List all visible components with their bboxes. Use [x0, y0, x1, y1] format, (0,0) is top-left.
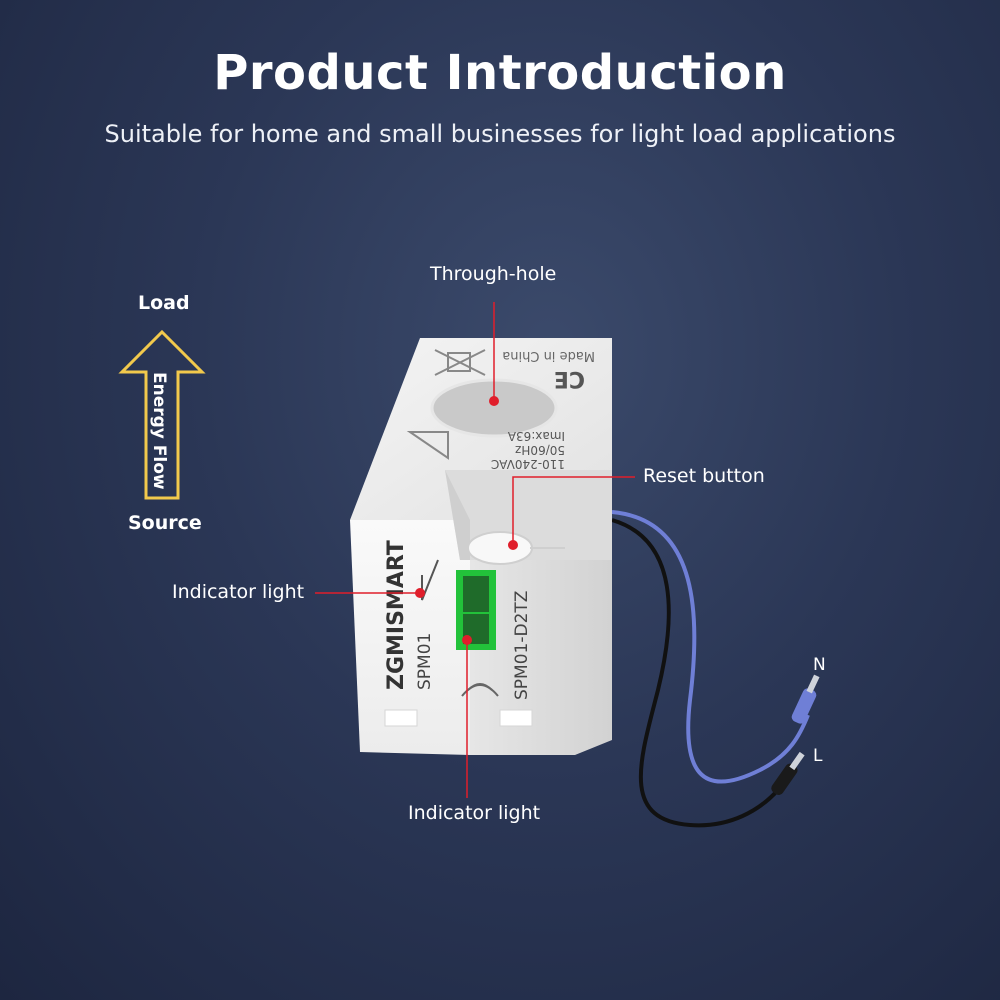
- device-model-side: SPM01-D2TZ: [512, 591, 532, 700]
- top-made-in: Made in China: [502, 348, 595, 363]
- energy-flow-load-label: Load: [138, 292, 190, 314]
- wifi-icon: [461, 683, 499, 697]
- callout-indicator-left: [315, 588, 425, 598]
- callout-dot: [489, 396, 499, 406]
- top-ce-mark: CE: [554, 366, 585, 391]
- callout-through-hole: [489, 302, 499, 406]
- page-subtitle: Suitable for home and small businesses f…: [104, 120, 896, 148]
- spec-current: Imax:63A: [507, 429, 565, 443]
- callout-indicator-bottom: [462, 635, 472, 798]
- device-model-front: SPM01: [415, 633, 435, 690]
- wire-live: [611, 518, 805, 828]
- wire-label-neutral: N: [813, 655, 826, 675]
- energy-meter-device: [350, 338, 612, 755]
- device-brand: ZGMISMART: [384, 540, 409, 690]
- reset-button[interactable]: [467, 531, 533, 565]
- energy-flow-arrow: [118, 329, 206, 500]
- energy-flow-label: Energy Flow: [149, 372, 169, 490]
- callout-reset-button: [508, 476, 635, 550]
- warning-icon: [406, 431, 449, 460]
- wire-label-live: L: [813, 746, 823, 766]
- label-indicator-light-bottom: Indicator light: [408, 802, 541, 824]
- callout-dot: [415, 588, 425, 598]
- energy-flow-source-label: Source: [128, 512, 202, 534]
- callout-dot: [462, 635, 472, 645]
- wire-neutral: [611, 510, 820, 784]
- label-reset-button: Reset button: [643, 465, 765, 487]
- spec-voltage: 110-240VAC: [491, 457, 565, 471]
- callout-dot: [508, 540, 518, 550]
- label-indicator-light-left: Indicator light: [172, 581, 305, 603]
- weee-bin-icon: [434, 349, 486, 376]
- label-through-hole: Through-hole: [430, 263, 557, 285]
- spec-frequency: 50/60Hz: [515, 443, 565, 457]
- page-title: Product Introduction: [213, 45, 787, 101]
